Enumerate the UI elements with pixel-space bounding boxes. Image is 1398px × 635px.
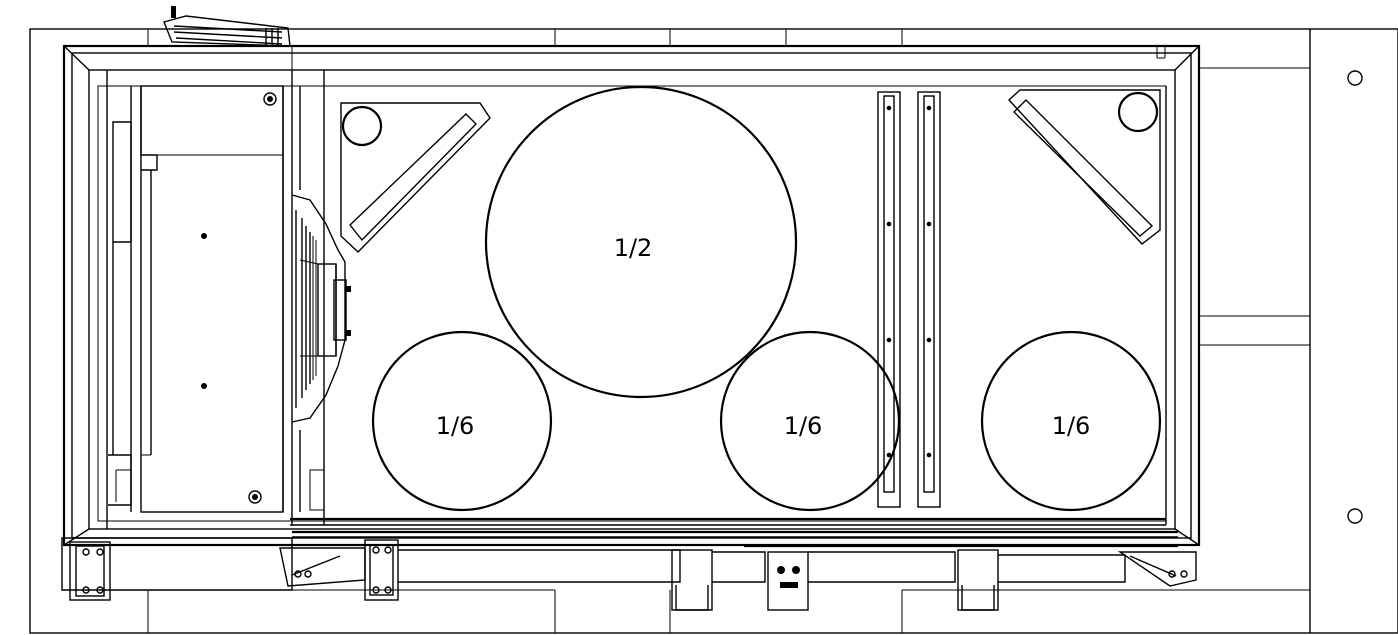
fan-assembly: [291, 194, 351, 423]
base-frame: [29, 28, 1398, 634]
circle-large: 1/2: [484, 85, 798, 399]
circle-small-right-label: 1/6: [1052, 412, 1091, 440]
bolt-upper: [263, 92, 277, 106]
hole-top-right: [1347, 70, 1363, 86]
bottom-brackets: [61, 537, 1197, 611]
circle-large-label: 1/2: [614, 234, 653, 262]
divider-rails: [877, 91, 941, 508]
bolt-lower: [248, 490, 262, 504]
left-unit: [106, 70, 325, 529]
circle-small-left-label: 1/6: [436, 412, 475, 440]
circle-small-right: 1/6: [980, 330, 1162, 512]
circle-small-middle-label: 1/6: [784, 412, 823, 440]
crank-handle: [163, 6, 291, 47]
deflector-left: [340, 102, 491, 253]
cabinet-frame: [62, 44, 1201, 547]
circle-small-middle: 1/6: [719, 330, 901, 512]
deflector-right: [1008, 89, 1161, 245]
circle-small-left: 1/6: [371, 330, 553, 512]
hole-bottom-right: [1347, 508, 1363, 524]
